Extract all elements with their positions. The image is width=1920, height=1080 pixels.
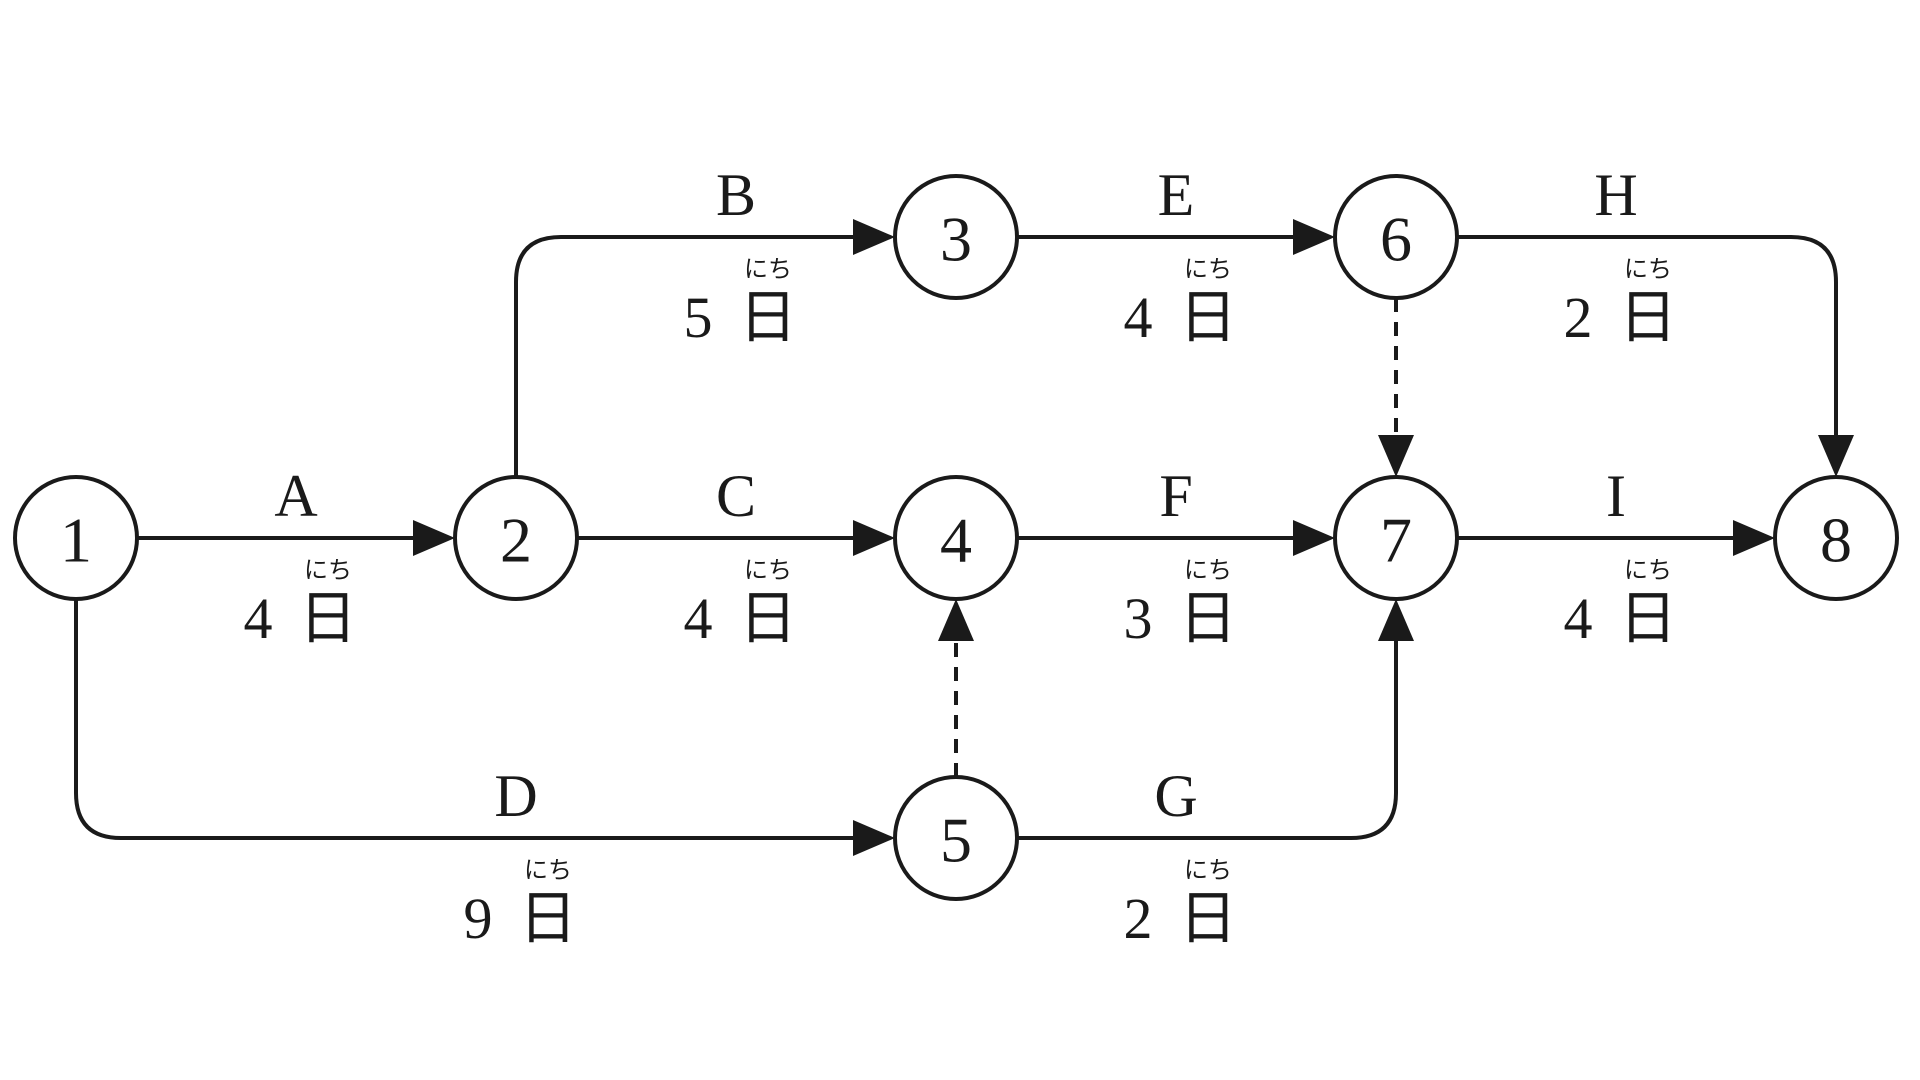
dummy-arrowhead-6-7 [1378, 435, 1414, 477]
nodes-layer: 1 2 3 4 5 6 7 8 [13, 174, 1899, 901]
activity-arrow-a [137, 520, 455, 556]
activity-line-g [1017, 639, 1398, 840]
activity-arrow-g [1017, 599, 1414, 840]
node-label-8: 8 [1820, 505, 1852, 576]
activity-letter-g: G [1154, 763, 1197, 829]
node-circle-6 [1333, 174, 1459, 300]
duration-value-d: 9 [464, 886, 493, 951]
activity-line-d [74, 599, 855, 840]
activity-letter-e: E [1158, 162, 1195, 228]
node-label-6: 6 [1380, 204, 1412, 275]
arrowhead-i [1733, 520, 1775, 556]
activity-letter-d: D [494, 763, 537, 829]
duration-unit-d: 日 [519, 886, 577, 951]
node-label-7: 7 [1380, 505, 1412, 576]
node-label-2: 2 [500, 505, 532, 576]
duration-value-f: 3 [1124, 586, 1153, 651]
node-label-3: 3 [940, 204, 972, 275]
arrowhead-a [413, 520, 455, 556]
duration-value-c: 4 [684, 586, 713, 651]
ruby-reading-h: にち [1624, 255, 1672, 283]
arrowhead-d [853, 820, 895, 856]
ruby-reading-f: にち [1184, 556, 1232, 584]
ruby-reading-g: にち [1184, 856, 1232, 884]
activity-letter-c: C [716, 463, 756, 529]
activity-letter-i: I [1606, 463, 1626, 529]
dummy-arrow-6-7 [1378, 298, 1414, 477]
edges-layer [74, 219, 1854, 856]
ruby-reading-b: にち [744, 255, 792, 283]
node-8: 8 [1773, 475, 1899, 601]
node-5: 5 [893, 775, 1019, 901]
activity-letter-b: B [716, 162, 756, 228]
duration-unit-f: 日 [1179, 586, 1237, 651]
activity-line-b [514, 235, 855, 477]
arrowhead-g [1378, 599, 1414, 641]
duration-value-e: 4 [1124, 285, 1153, 350]
ruby-reading-i: にち [1624, 556, 1672, 584]
ruby-reading-c: にち [744, 556, 792, 584]
dummy-arrow-5-4 [938, 599, 974, 777]
dummy-arrowhead-5-4 [938, 599, 974, 641]
activity-arrow-i [1457, 520, 1775, 556]
duration-unit-e: 日 [1179, 285, 1237, 350]
activity-letter-a: A [274, 463, 317, 529]
duration-value-g: 2 [1124, 886, 1153, 951]
node-label-1: 1 [60, 505, 92, 576]
node-4: 4 [893, 475, 1019, 601]
duration-unit-c: 日 [739, 586, 797, 651]
arrowhead-b [853, 219, 895, 255]
activity-letter-h: H [1594, 162, 1637, 228]
activity-arrow-b [514, 219, 895, 477]
duration-value-b: 5 [684, 285, 713, 350]
node-label-4: 4 [940, 505, 972, 576]
duration-value-a: 4 [244, 586, 273, 651]
node-7: 7 [1333, 475, 1459, 601]
arrowhead-e [1293, 219, 1335, 255]
ruby-reading-d: にち [524, 856, 572, 884]
activity-arrow-e [1017, 219, 1335, 255]
ruby-reading-e: にち [1184, 255, 1232, 283]
node-2: 2 [453, 475, 579, 601]
node-circle-4 [893, 475, 1019, 601]
arrowhead-c [853, 520, 895, 556]
ruby-reading-a: にち [304, 556, 352, 584]
node-circle-7 [1333, 475, 1459, 601]
activity-arrow-h [1457, 235, 1854, 477]
arrowhead-f [1293, 520, 1335, 556]
activity-arrow-d [74, 599, 895, 856]
duration-unit-g: 日 [1179, 886, 1237, 951]
node-6: 6 [1333, 174, 1459, 300]
node-circle-1 [13, 475, 139, 601]
arrowhead-h [1818, 435, 1854, 477]
duration-unit-a: 日 [299, 586, 357, 651]
node-circle-5 [893, 775, 1019, 901]
node-label-5: 5 [940, 805, 972, 876]
activity-letter-f: F [1159, 463, 1192, 529]
node-circle-2 [453, 475, 579, 601]
activity-arrow-f [1017, 520, 1335, 556]
node-circle-8 [1773, 475, 1899, 601]
duration-value-i: 4 [1564, 586, 1593, 651]
node-1: 1 [13, 475, 139, 601]
activity-arrow-c [577, 520, 895, 556]
duration-unit-i: 日 [1619, 586, 1677, 651]
duration-value-h: 2 [1564, 285, 1593, 350]
duration-unit-h: 日 [1619, 285, 1677, 350]
node-3: 3 [893, 174, 1019, 300]
activity-line-h [1457, 235, 1838, 437]
duration-unit-b: 日 [739, 285, 797, 350]
node-circle-3 [893, 174, 1019, 300]
